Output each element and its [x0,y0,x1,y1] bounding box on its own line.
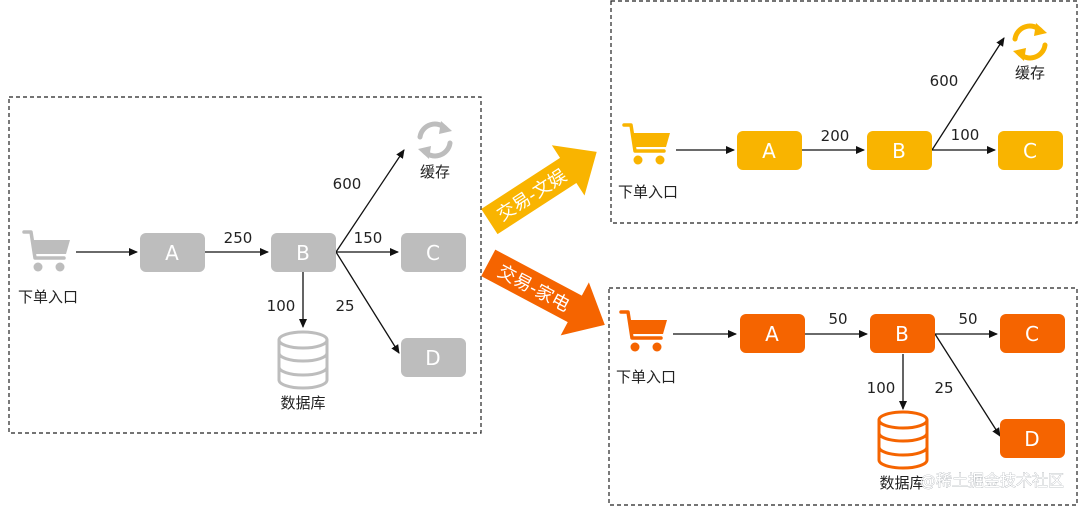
bottom-right-edge-b-d-label: 25 [934,379,953,397]
bottom-right-edge-a-b-label: 50 [828,310,847,328]
left-node-a [140,233,205,272]
left-edge-b-cache-label: 600 [333,175,362,193]
bottom-right-node-a [740,314,805,353]
top-right-entry-label: 下单入口 [618,183,678,201]
watermark: @稀土掘金技术社区 [920,471,1064,490]
top-right-node-c-label: C [1023,139,1037,163]
bottom-right-entry-label: 下单入口 [616,368,676,386]
bottom-right-node-c [1000,314,1065,353]
left-panel-border [8,96,482,434]
left-entry-label: 下单入口 [18,288,78,306]
left-node-d [401,338,466,377]
left-edge-b-d-label: 25 [335,297,354,315]
top-right-edge-b-c-label: 100 [951,126,980,144]
left-node-d-label: D [425,346,440,370]
bottom-right-node-d-label: D [1024,427,1039,451]
left-panel: 下单入口 250 600 150 100 25 A B C D 缓存 数据库 [8,96,482,434]
bottom-right-edge-b-d [934,333,1001,437]
split-arrow-top: 交易-文娱 [481,145,597,235]
bottom-right-edge-b-db-label: 100 [867,379,896,397]
top-right-edge-a-b-label: 200 [821,127,850,145]
left-node-a-label: A [165,241,179,265]
top-right-panel: 下单入口 200 600 100 A B C 缓存 [610,0,1078,224]
bottom-right-node-b-label: B [895,322,909,346]
top-right-panel-border [610,0,1078,224]
top-right-edge-b-cache-label: 600 [930,72,959,90]
left-db-label: 数据库 [280,394,325,412]
left-node-c-label: C [426,241,440,265]
bottom-right-db-label: 数据库 [879,474,924,492]
left-edge-b-d [335,251,400,354]
top-right-shopping-cart-icon [622,123,672,167]
left-node-b-label: B [296,241,310,265]
bottom-right-panel-border [608,287,1078,506]
left-node-b [271,233,336,272]
top-right-cache-label: 缓存 [1015,64,1045,82]
split-arrows: 交易-文娱 交易-家电 [481,145,605,336]
left-cache-label: 缓存 [420,163,450,181]
top-right-edge-b-cache [931,37,1005,151]
top-right-node-c [998,131,1063,170]
bottom-right-node-a-label: A [765,322,779,346]
bottom-right-node-b [870,314,935,353]
left-refresh-cache-icon [418,121,452,159]
left-database-icon [277,330,329,390]
split-arrow-bottom: 交易-家电 [481,249,605,336]
bottom-right-database-icon [877,410,929,470]
top-right-node-a-label: A [762,139,776,163]
top-right-node-b-label: B [892,139,906,163]
top-right-node-a [737,131,802,170]
left-edge-b-c-label: 150 [354,229,383,247]
bottom-right-edge-b-c-label: 50 [958,310,977,328]
bottom-right-shopping-cart-icon [619,310,669,354]
left-edge-b-db-label: 100 [267,297,296,315]
bottom-right-node-d [1000,419,1065,458]
bottom-right-node-c-label: C [1025,322,1039,346]
bottom-right-panel: 下单入口 50 50 100 25 A B C D 数据库 [608,287,1078,506]
left-edge-a-b-label: 250 [224,229,253,247]
left-edge-b-cache [335,149,405,253]
left-node-c [401,233,466,272]
left-shopping-cart-icon [22,230,72,274]
top-right-node-b [867,131,932,170]
top-right-refresh-cache-icon [1013,23,1047,61]
